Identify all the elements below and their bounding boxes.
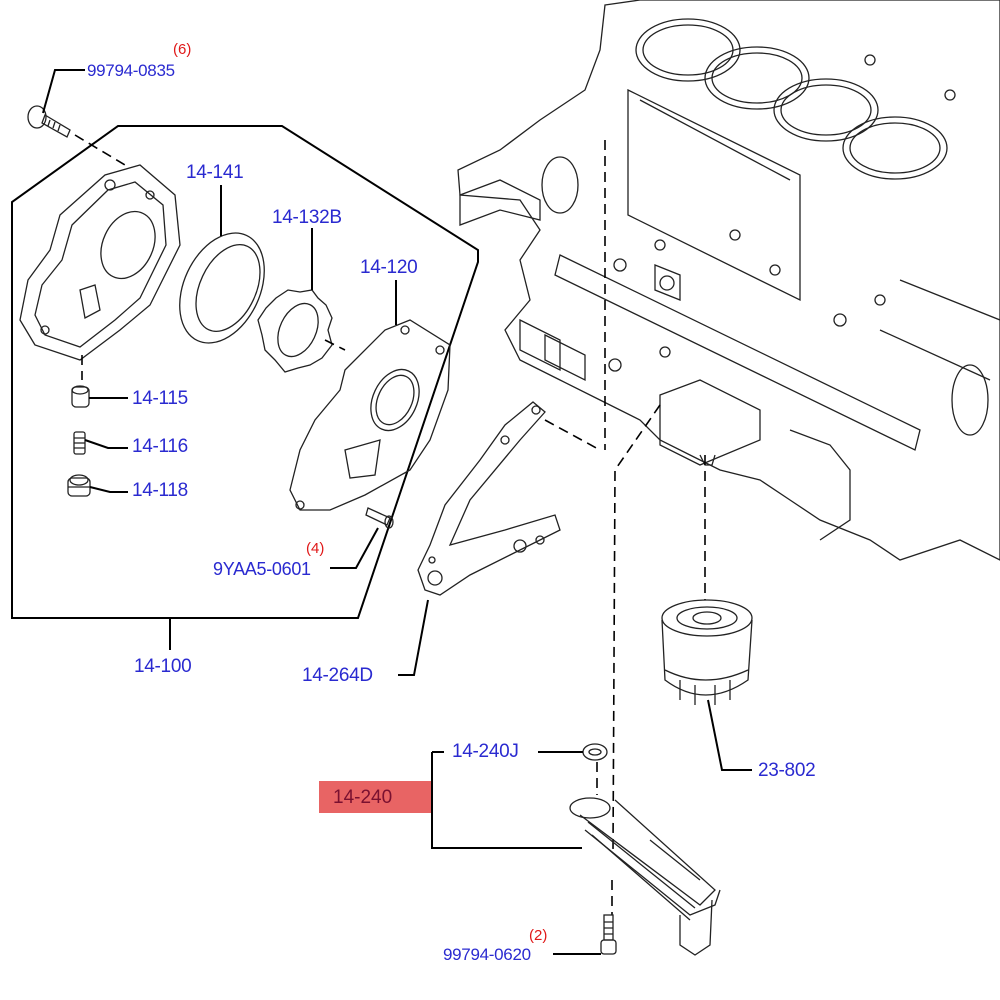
qty-screw-cover: (4) <box>306 540 325 557</box>
dash-inner-rotor <box>324 339 346 351</box>
plug-drawing <box>67 474 91 497</box>
part-label-14-120[interactable]: 14-120 <box>360 257 418 278</box>
strainer-drawing <box>569 797 721 956</box>
pump-body-drawing <box>19 164 181 361</box>
leader-14-118 <box>89 486 128 493</box>
dash-gasket <box>544 419 601 451</box>
screw-cover-drawing <box>365 507 394 529</box>
bracket-14-240 <box>431 752 582 849</box>
spring-drawing <box>73 431 86 455</box>
oil-filter-drawing <box>661 599 753 705</box>
leader-screw-cover <box>330 527 379 569</box>
part-label-99794-0835[interactable]: 99794-0835 <box>87 61 175 80</box>
part-label-14-100[interactable]: 14-100 <box>134 656 192 677</box>
inner-rotor-drawing <box>257 289 333 373</box>
engine-block <box>457 0 1000 561</box>
part-label-9YAA5-0601[interactable]: 9YAA5-0601 <box>213 559 311 579</box>
plunger-drawing <box>71 385 90 408</box>
qty-bolt-bottom: (2) <box>529 927 548 944</box>
part-label-14-118[interactable]: 14-118 <box>132 480 188 501</box>
part-label-14-116[interactable]: 14-116 <box>132 436 188 457</box>
bolt-bottom-drawing <box>600 914 617 955</box>
oil-pump-assy-frame <box>11 125 479 619</box>
part-label-99794-0620[interactable]: 99794-0620 <box>443 945 531 964</box>
part-label-14-141[interactable]: 14-141 <box>186 162 244 183</box>
leader-23-802 <box>707 699 752 771</box>
leader-bolt-top <box>42 69 85 114</box>
gasket-drawing <box>417 401 561 596</box>
leader-14-264D <box>398 599 429 676</box>
strainer-gasket-drawing <box>582 743 608 761</box>
part-label-14-240J[interactable]: 14-240J <box>452 741 519 762</box>
pump-cover-drawing <box>289 319 451 511</box>
outer-rotor-drawing <box>179 232 265 344</box>
part-label-14-115[interactable]: 14-115 <box>132 388 188 409</box>
part-label-14-264D[interactable]: 14-264D <box>302 665 373 686</box>
leader-14-116 <box>84 439 128 449</box>
part-label-14-132B[interactable]: 14-132B <box>272 207 342 228</box>
dash-bolt-top <box>74 134 126 166</box>
part-label-23-802[interactable]: 23-802 <box>758 760 816 781</box>
dash-strainer-vertical <box>612 404 661 851</box>
bolt-top-drawing <box>27 105 71 138</box>
qty-bolt-top: (6) <box>173 41 192 58</box>
part-label-14-240-highlighted[interactable]: 14-240 <box>319 781 431 813</box>
